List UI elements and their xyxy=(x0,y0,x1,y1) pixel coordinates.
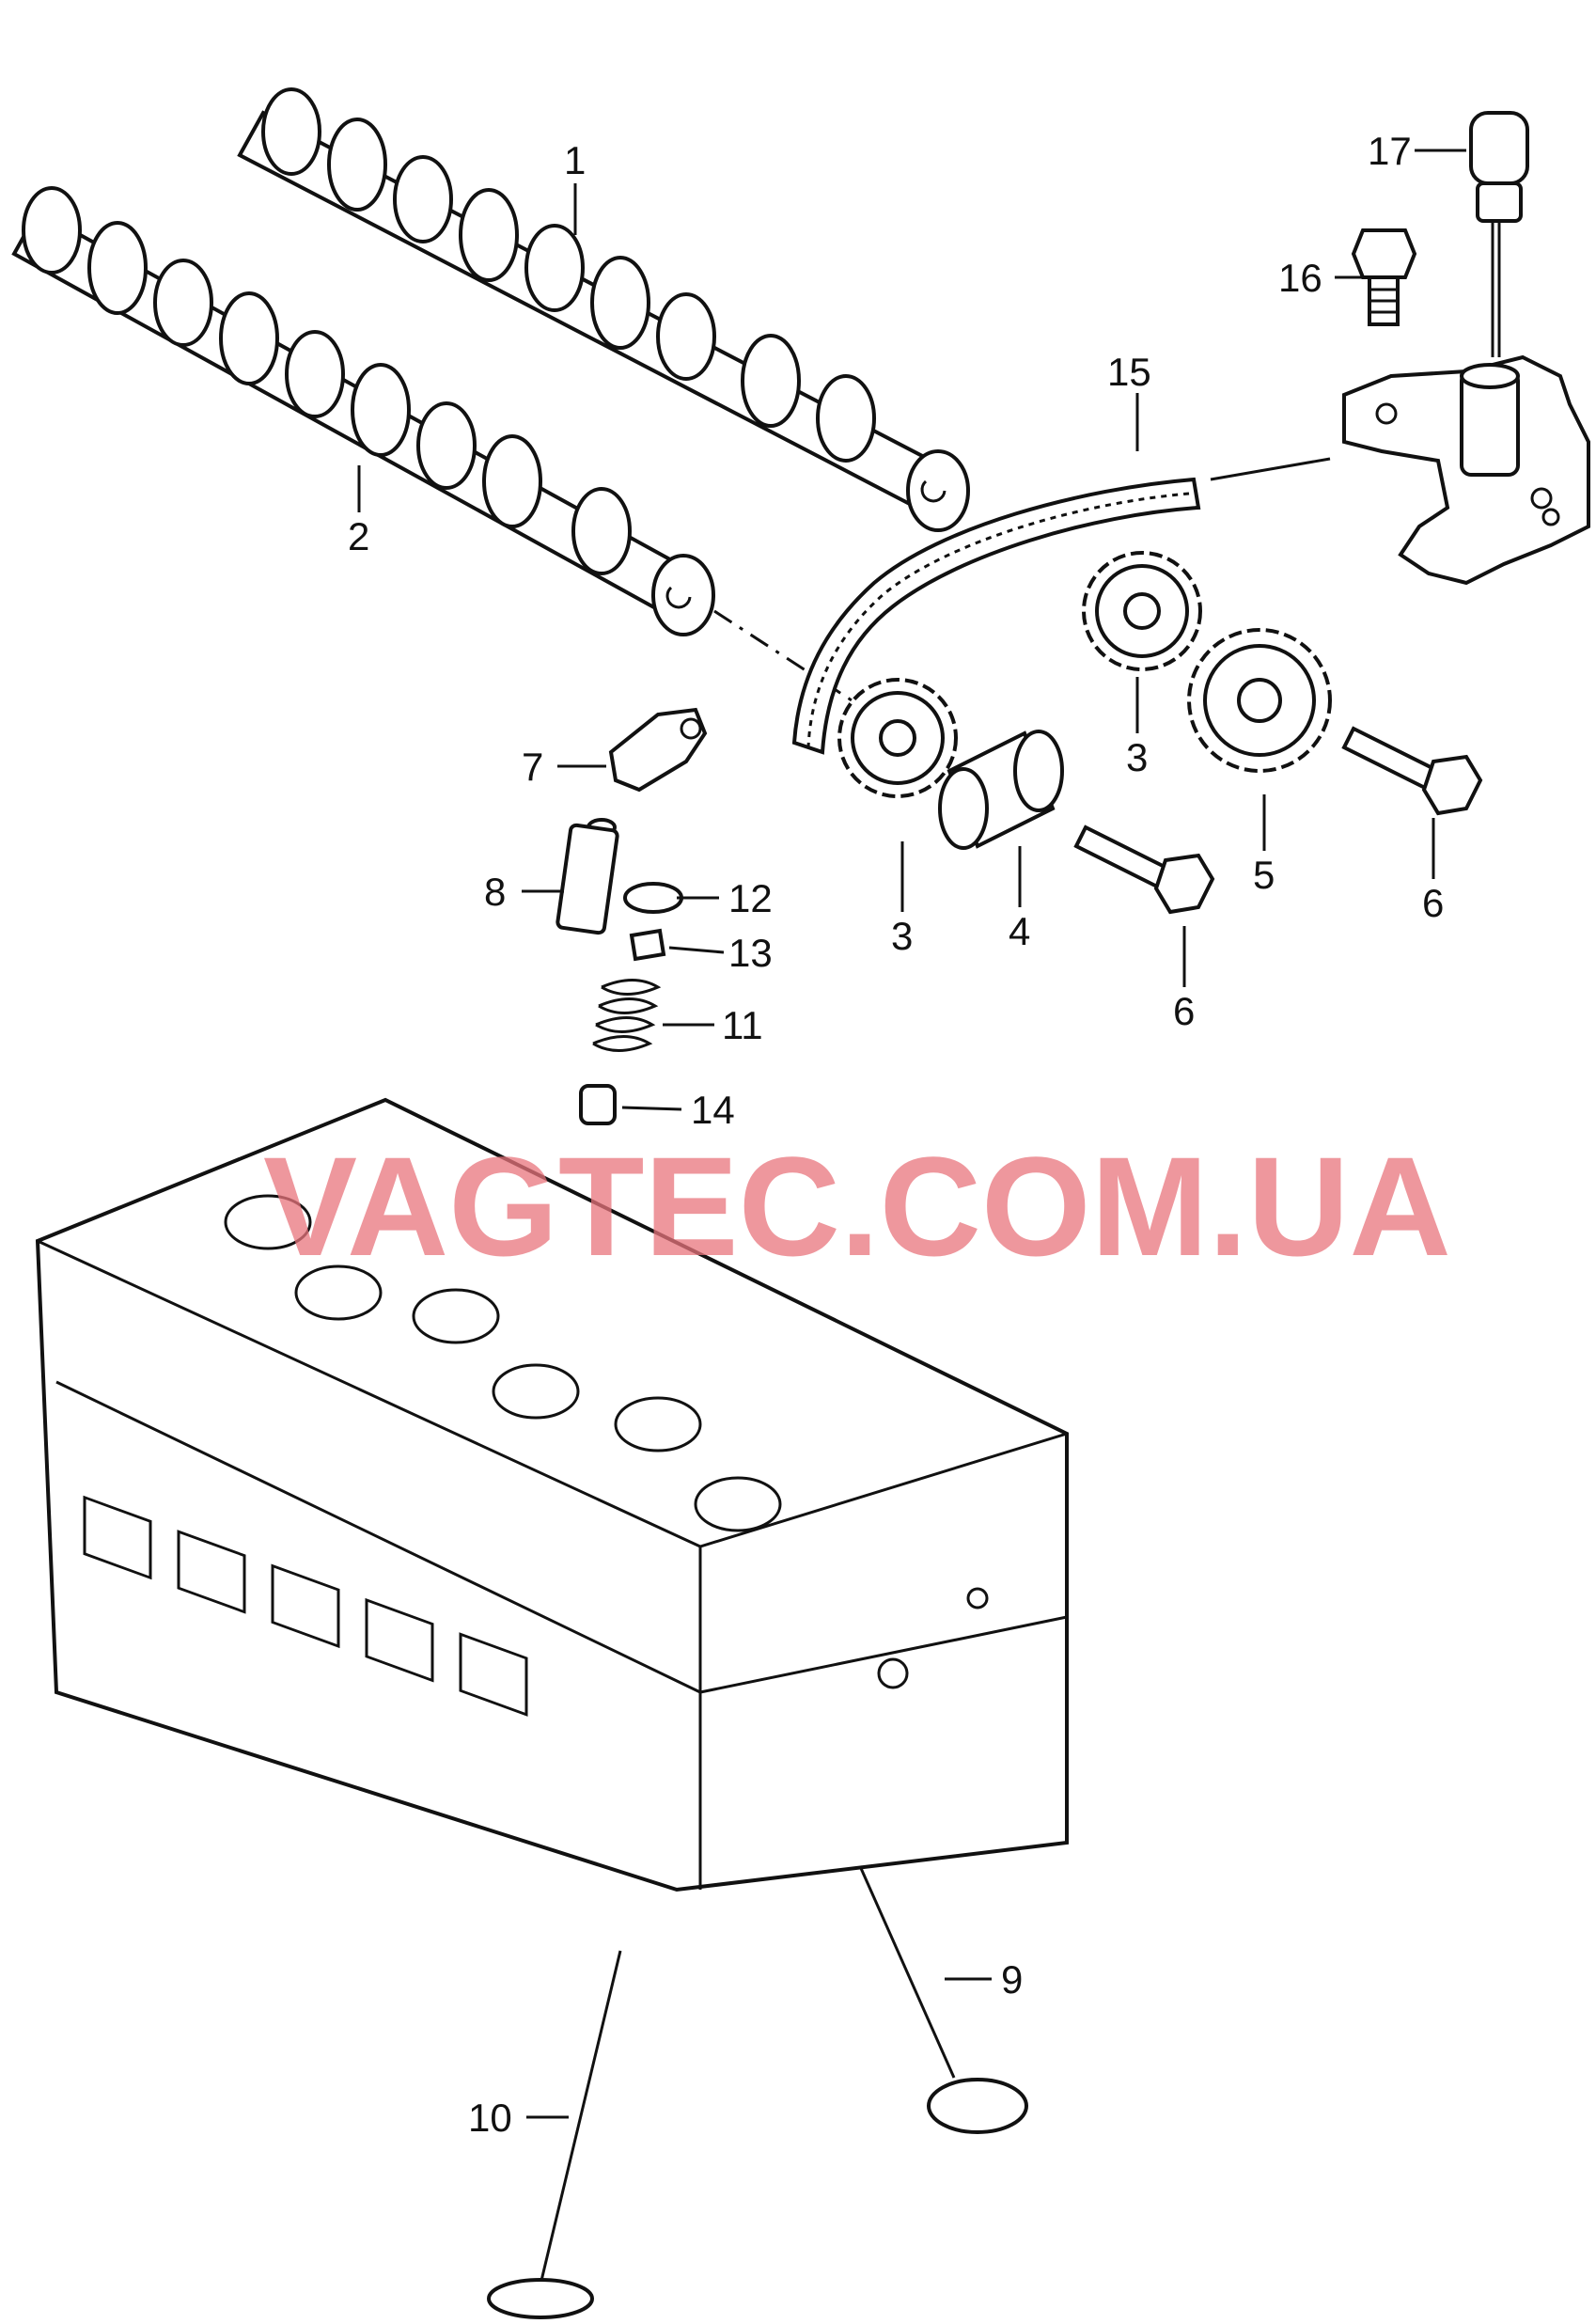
callout-labels: 1 2 3 3 4 5 6 6 7 8 9 10 11 12 13 14 15 … xyxy=(348,129,1444,2140)
leader-lines xyxy=(357,149,1466,2119)
callout-3-left: 3 xyxy=(891,914,913,958)
bolt-sprocket-right xyxy=(1341,726,1483,816)
timing-chain xyxy=(791,477,1201,755)
callout-1: 1 xyxy=(564,138,586,182)
chain-tensioner xyxy=(1342,111,1590,586)
camshaft-upper xyxy=(237,87,970,532)
watermark: VAGTEC.COM.UA xyxy=(263,1127,1451,1285)
intake-valve xyxy=(487,1950,622,2319)
bolt-tensioner xyxy=(1351,228,1417,326)
callout-5: 5 xyxy=(1253,853,1275,897)
camshaft-lower xyxy=(11,186,715,636)
callout-15: 15 xyxy=(1107,350,1151,394)
spring-plate xyxy=(623,882,683,914)
callout-4: 4 xyxy=(1009,909,1030,953)
callout-17: 17 xyxy=(1368,129,1412,173)
sprocket-small-right xyxy=(1082,551,1202,671)
rocker-arm xyxy=(608,707,708,793)
callout-8: 8 xyxy=(484,870,506,914)
callout-13: 13 xyxy=(728,931,773,975)
valve-stem-seal xyxy=(579,1084,617,1125)
callout-10: 10 xyxy=(468,2096,512,2140)
hydraulic-lifter xyxy=(555,818,619,935)
callout-2: 2 xyxy=(348,514,369,558)
callout-11: 11 xyxy=(722,1003,763,1047)
cotter xyxy=(629,928,666,962)
callout-7: 7 xyxy=(522,745,543,789)
callout-3-right: 3 xyxy=(1126,735,1148,779)
bolt-sprocket-left xyxy=(1073,824,1215,915)
callout-9: 9 xyxy=(1001,1957,1023,2002)
bushing xyxy=(938,730,1064,850)
callout-12: 12 xyxy=(728,876,773,920)
exhaust-valve xyxy=(858,1865,1028,2134)
callout-14: 14 xyxy=(691,1088,735,1132)
cylinder-head xyxy=(35,1097,1069,1892)
callout-6-left: 6 xyxy=(1173,989,1195,1033)
sprocket-small-left xyxy=(837,678,958,798)
valve-spring xyxy=(592,979,662,1052)
callout-16: 16 xyxy=(1278,256,1322,300)
callout-6-right: 6 xyxy=(1422,881,1444,925)
sprocket-large xyxy=(1187,628,1332,773)
